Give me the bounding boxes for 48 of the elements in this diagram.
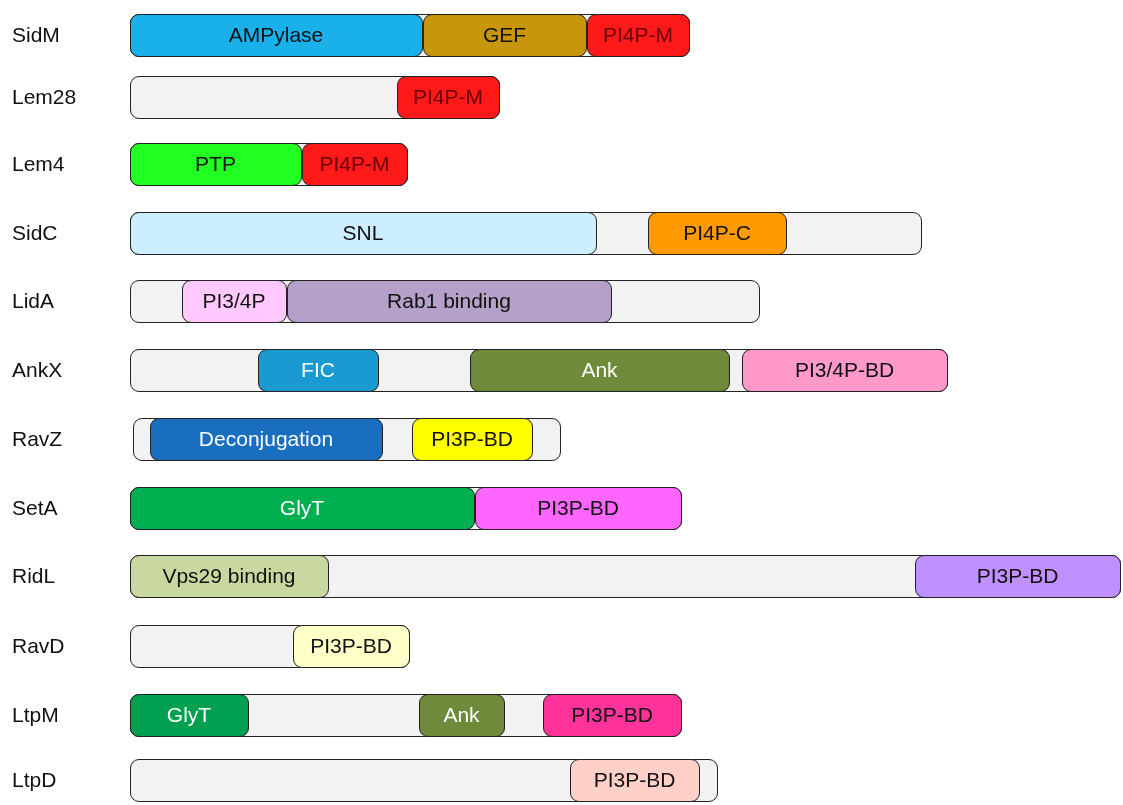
protein-bar bbox=[130, 759, 718, 802]
domain-box: SNL bbox=[129, 211, 597, 255]
protein-bar bbox=[130, 487, 682, 530]
domain-box: Ank bbox=[469, 348, 730, 392]
domain-box: GEF bbox=[422, 13, 587, 57]
domain-box: PI3P-BD bbox=[569, 758, 700, 802]
protein-bar bbox=[130, 694, 682, 737]
protein-bar bbox=[130, 280, 760, 323]
domain-box: PTP bbox=[129, 142, 302, 186]
protein-bar bbox=[130, 76, 500, 119]
protein-name: SetA bbox=[12, 496, 58, 520]
domain-box: GlyT bbox=[129, 486, 475, 530]
domain-box: GlyT bbox=[129, 693, 249, 737]
protein-name: Lem28 bbox=[12, 85, 77, 109]
domain-box: PI3P-BD bbox=[292, 624, 410, 668]
domain-box: Ank bbox=[418, 693, 505, 737]
protein-bar bbox=[130, 625, 410, 668]
protein-name: LtpD bbox=[12, 768, 57, 792]
domain-box: PI4P-M bbox=[396, 75, 500, 119]
protein-bar bbox=[130, 349, 948, 392]
domain-box: AMPylase bbox=[129, 13, 423, 57]
domain-box: Vps29 binding bbox=[129, 554, 329, 598]
domain-box: PI3/4P-BD bbox=[741, 348, 948, 392]
protein-name: LidA bbox=[12, 289, 55, 313]
protein-bar bbox=[130, 14, 690, 57]
protein-name: SidC bbox=[12, 221, 58, 245]
protein-name: RavZ bbox=[12, 427, 63, 451]
protein-name: RavD bbox=[12, 634, 65, 658]
domain-box: PI4P-M bbox=[586, 13, 690, 57]
domain-box: PI3/4P bbox=[181, 279, 287, 323]
domain-box: PI3P-BD bbox=[914, 554, 1121, 598]
protein-name: RidL bbox=[12, 564, 56, 588]
domain-box: PI4P-C bbox=[647, 211, 787, 255]
domain-box: PI3P-BD bbox=[411, 417, 533, 461]
domain-box: Deconjugation bbox=[149, 417, 383, 461]
domain-box: PI3P-BD bbox=[474, 486, 682, 530]
domain-box: PI4P-M bbox=[301, 142, 408, 186]
protein-name: SidM bbox=[12, 23, 60, 47]
protein-name: AnkX bbox=[12, 358, 63, 382]
protein-name: LtpM bbox=[12, 703, 59, 727]
protein-bar bbox=[130, 555, 1121, 598]
domain-box: FIC bbox=[257, 348, 379, 392]
domain-box: PI3P-BD bbox=[542, 693, 682, 737]
protein-name: Lem4 bbox=[12, 152, 65, 176]
protein-bar bbox=[130, 212, 922, 255]
domain-box: Rab1 binding bbox=[286, 279, 612, 323]
protein-bar bbox=[130, 143, 408, 186]
protein-bar bbox=[133, 418, 561, 461]
